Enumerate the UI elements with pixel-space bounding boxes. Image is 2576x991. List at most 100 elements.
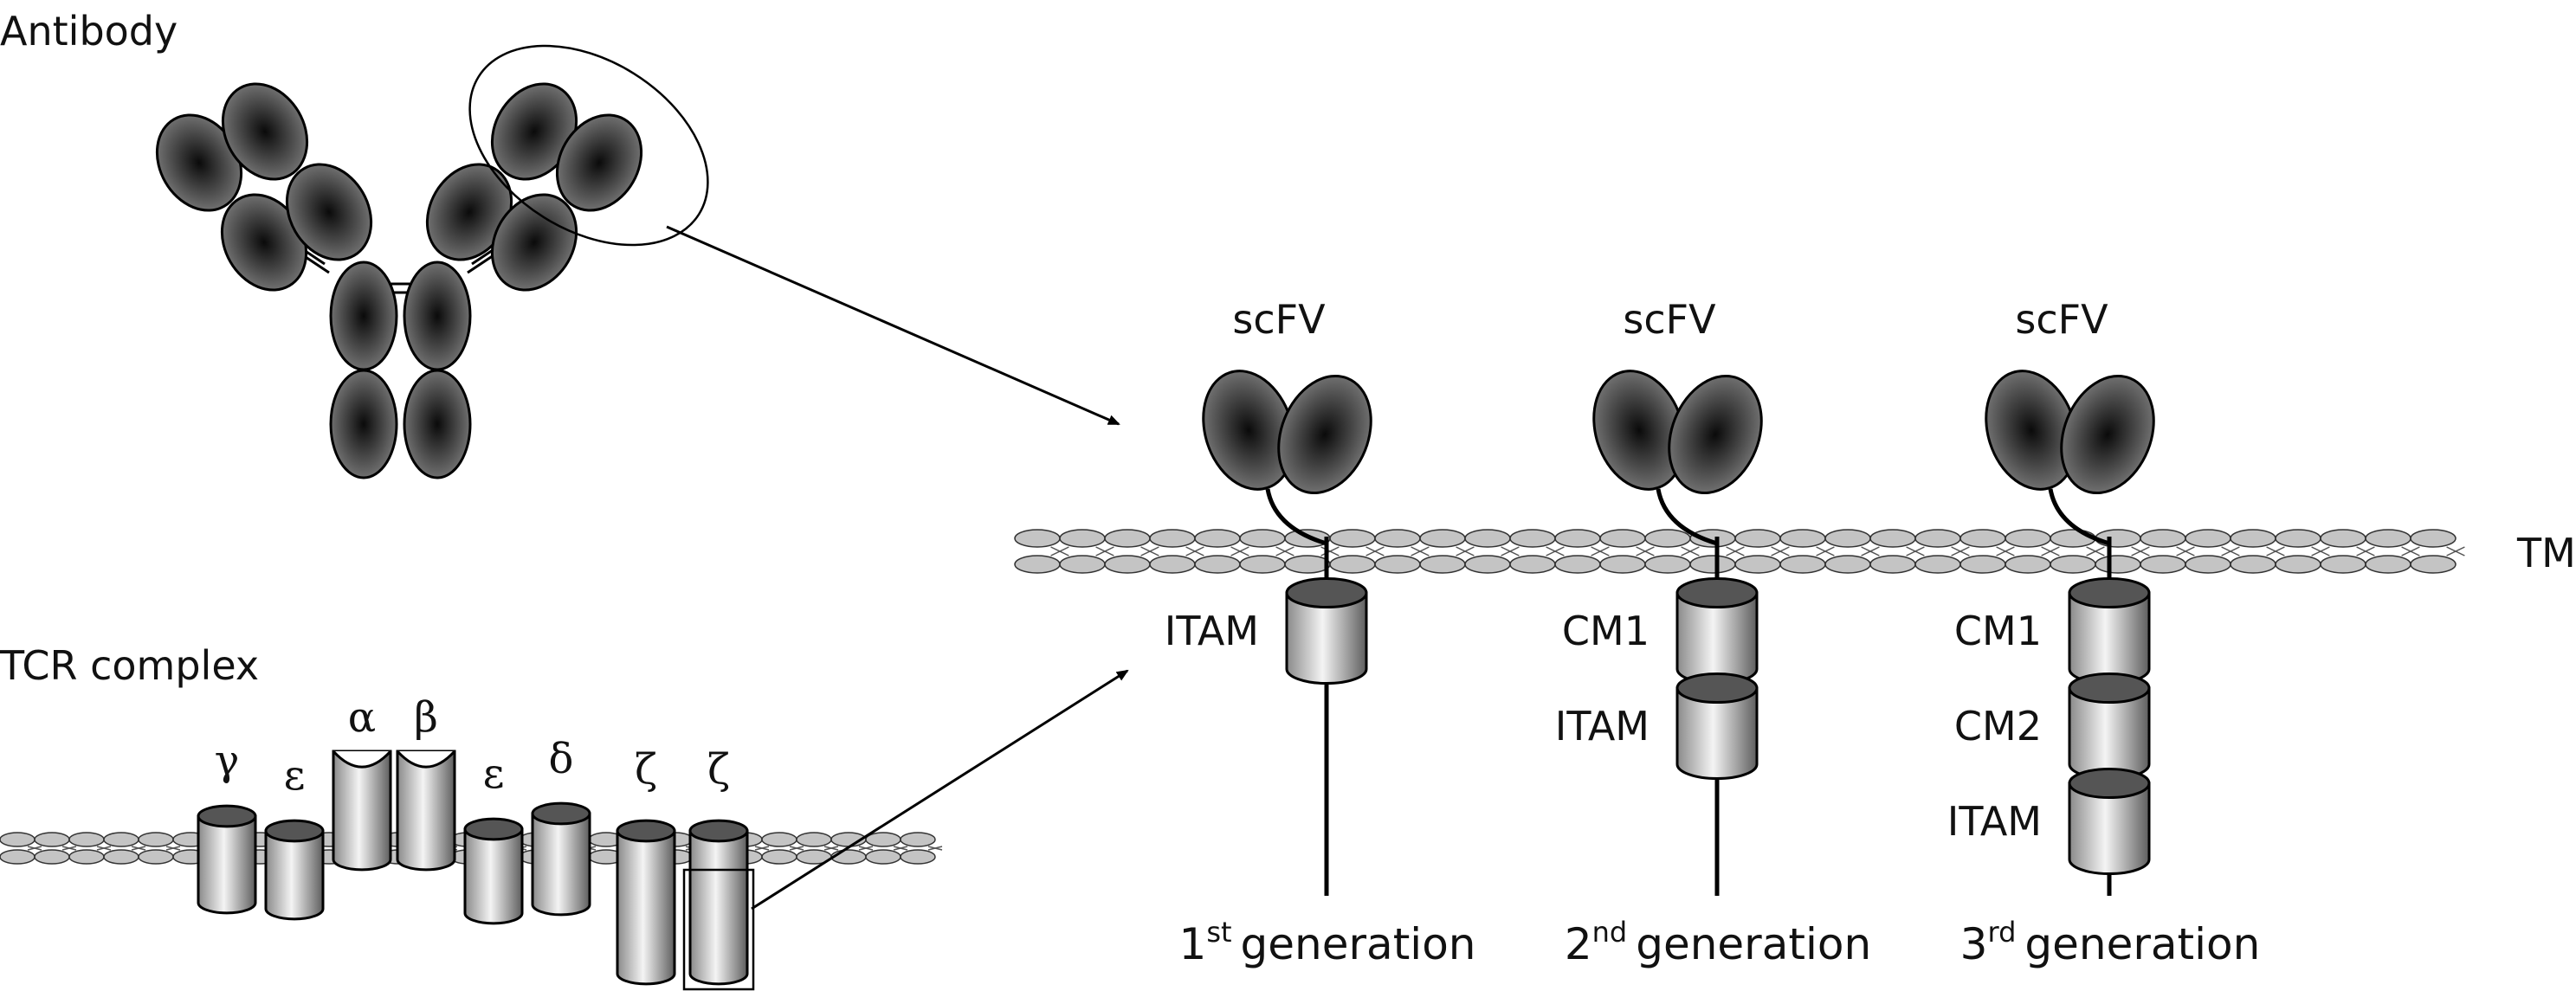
- lipid-head: [0, 832, 36, 847]
- lipid-tail: [1050, 546, 1069, 557]
- tcr-complex-label: TCR complex: [0, 642, 259, 689]
- lipid-tail: [1320, 546, 1340, 557]
- tcr-chain: [616, 819, 676, 986]
- lipid-head: [1419, 555, 1466, 574]
- tcr-chain-label: ζ: [635, 745, 657, 794]
- signaling-domain: [1675, 672, 1759, 781]
- lipid-tail: [61, 846, 77, 851]
- tcr-chain: [396, 750, 456, 872]
- lipid-head: [1824, 529, 1871, 548]
- lipid-head: [1194, 555, 1241, 574]
- lipid-head: [1059, 555, 1106, 574]
- lipid-head: [2140, 555, 2186, 574]
- lipid-head: [1734, 529, 1781, 548]
- lipid-head: [0, 849, 36, 865]
- lipid-tail: [2266, 546, 2285, 557]
- signaling-domain: [2068, 767, 2151, 876]
- lipid-head: [1239, 555, 1286, 574]
- lipid-head: [1059, 529, 1106, 548]
- lipid-tail: [1501, 546, 1520, 557]
- lipid-head: [2320, 529, 2366, 548]
- tcr-chain-label: ε: [284, 751, 306, 800]
- lipid-head: [1554, 529, 1601, 548]
- lipid-head: [1959, 529, 2006, 548]
- lipid-head: [1329, 555, 1376, 574]
- lipid-tail: [1636, 546, 1655, 557]
- lipid-head: [796, 832, 832, 847]
- signaling-domain: [1285, 576, 1368, 685]
- signaling-domain-label: ITAM: [1947, 798, 2042, 845]
- lipid-tail: [1906, 546, 1925, 557]
- lipid-head: [1149, 555, 1196, 574]
- lipid-head: [1194, 529, 1241, 548]
- tcr-chain-label: γ: [215, 737, 240, 785]
- lipid-tail: [2401, 546, 2420, 557]
- lipid-tail: [1861, 546, 1880, 557]
- lipid-head: [1104, 555, 1151, 574]
- lipid-tail: [789, 846, 804, 851]
- lipid-head: [1599, 529, 1646, 548]
- lipid-head: [2410, 529, 2457, 548]
- lipid-tail: [858, 846, 874, 851]
- tcr-chain: [463, 817, 524, 925]
- generation-suffix: st: [1206, 916, 1231, 949]
- lipid-head: [103, 832, 139, 847]
- arrow-antibody-to-scfv: [666, 225, 1120, 426]
- tcr-chain-label: δ: [549, 735, 574, 783]
- generation-suffix: rd: [1987, 916, 2016, 949]
- tcr-chain: [197, 804, 257, 915]
- antibody-icon: [155, 44, 709, 479]
- lipid-head: [1734, 555, 1781, 574]
- signaling-domain-label: CM1: [1562, 608, 1650, 654]
- lipid-head: [1014, 555, 1061, 574]
- lipid-tail: [2176, 546, 2195, 557]
- lipid-tail: [2446, 546, 2465, 557]
- lipid-head: [2275, 555, 2321, 574]
- lipid-head: [103, 849, 139, 865]
- tcr-chain-label: β: [414, 693, 438, 742]
- lipid-tail: [27, 846, 42, 851]
- lipid-head: [2230, 555, 2276, 574]
- lipid-head: [2050, 529, 2096, 548]
- tm-label: TM: [2516, 530, 2576, 576]
- lipid-head: [2365, 529, 2411, 548]
- lipid-tail: [754, 846, 770, 851]
- signaling-domain-label: ITAM: [1165, 608, 1259, 654]
- signaling-domain-label: CM1: [1954, 608, 2042, 654]
- tcr-chain-label: ζ: [707, 745, 730, 794]
- signaling-domain: [1675, 576, 1759, 685]
- linker: [2048, 488, 2110, 546]
- lipid-head: [34, 849, 70, 865]
- tcr-chain: [264, 819, 325, 921]
- lipid-tail: [165, 846, 181, 851]
- lipid-head: [1869, 555, 1916, 574]
- lipid-head: [2230, 529, 2276, 548]
- lipid-head: [2050, 555, 2096, 574]
- lipid-head: [34, 832, 70, 847]
- lipid-head: [1554, 555, 1601, 574]
- lipid-head: [138, 832, 174, 847]
- lipid-tail: [2131, 546, 2150, 557]
- lipid-head: [865, 832, 901, 847]
- lipid-head: [830, 849, 867, 865]
- generation-suffix: nd: [1592, 916, 1628, 949]
- linker: [1656, 488, 1718, 546]
- lipid-head: [900, 849, 936, 865]
- lipid-head: [1374, 529, 1421, 548]
- lipid-head: [2185, 555, 2231, 574]
- lipid-head: [1599, 555, 1646, 574]
- lipid-head: [138, 849, 174, 865]
- lipid-tail: [1275, 546, 1294, 557]
- scfv-icon: [1202, 370, 1372, 495]
- lipid-head: [2410, 555, 2457, 574]
- lipid-tail: [1230, 546, 1249, 557]
- lipid-tail: [1951, 546, 1970, 557]
- car-membrane: [1014, 529, 2465, 574]
- lipid-head: [1284, 555, 1331, 574]
- lipid-head: [1239, 529, 1286, 548]
- lipid-head: [900, 832, 936, 847]
